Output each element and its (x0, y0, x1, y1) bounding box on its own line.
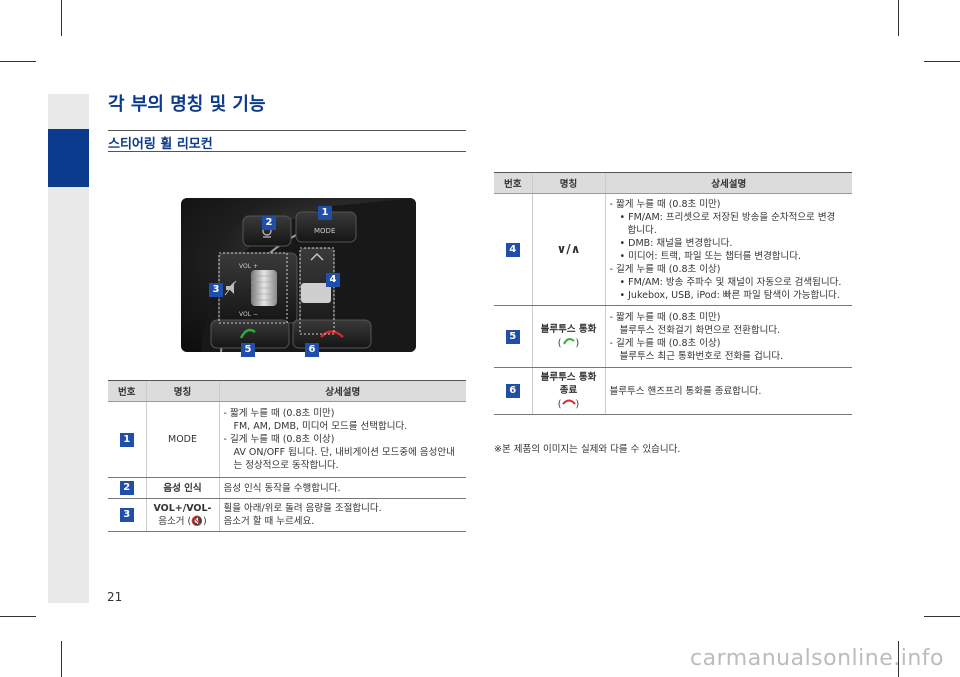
crop-mark (898, 0, 899, 36)
header-detail: 상세설명 (604, 172, 852, 194)
row-badge: 1 (119, 432, 134, 447)
header-num: 번호 (494, 172, 532, 194)
row-name-sub: 종료 (559, 385, 578, 396)
row-name: VOL+/VOL- (153, 503, 212, 514)
crop-mark (898, 641, 899, 677)
side-bar-accent (48, 129, 89, 187)
row-name: ∨/∧ (531, 193, 605, 306)
row-badge: 2 (119, 481, 134, 495)
crop-mark (0, 616, 36, 617)
detail-line: - 짧게 누를 때 (0.8초 미만) (609, 311, 721, 323)
vol-plus-label: VOL + (239, 263, 258, 270)
page-number: 21 (107, 590, 123, 604)
table-row: 5 블루투스 통화 () - 짧게 누를 때 (0.8초 미만) 블루투스 전화… (494, 305, 852, 368)
right-spec-table: 번호 명칭 상세설명 4 ∨/∧ - 짧게 누를 때 (0.8초 미만) • F… (494, 172, 852, 415)
row-name: 블루투스 통화 (540, 372, 597, 383)
photo-badge-3: 3 (209, 283, 223, 297)
photo-badge-6: 6 (305, 343, 319, 357)
watermark: carmanualsonline.info (690, 646, 944, 671)
detail-line: 는 정상적으로 동작합니다. (233, 460, 339, 471)
crop-mark (924, 61, 960, 62)
row-badge: 3 (119, 508, 134, 522)
table-row: 3 VOL+/VOL- 음소거 (🔇) 휠을 아래/위로 돌려 음량을 조절합니… (108, 498, 466, 532)
detail-line: - 길게 누를 때 (0.8초 이상) (609, 263, 721, 275)
detail-line: 음소거 할 때 누르세요. (223, 516, 315, 527)
row-name: 음성 인식 (145, 477, 219, 499)
row-name: MODE (145, 401, 219, 478)
detail-line: • FM/AM: 방송 주파수 및 채널이 자동으로 검색됩니다. (619, 276, 842, 288)
detail-line: • Jukebox, USB, iPod: 빠른 파일 탐색이 가능합니다. (619, 289, 840, 301)
table-header-row: 번호 명칭 상세설명 (494, 172, 852, 194)
crop-mark (924, 616, 960, 617)
detail-line: 음성 인식 동작을 수행합니다. (223, 482, 341, 494)
mute-icon (224, 280, 237, 296)
detail-line: 블루투스 전화걸기 화면으로 전환합니다. (619, 324, 781, 336)
mode-label: MODE (314, 227, 335, 235)
detail-line: 블루투스 핸즈프리 통화를 종료합니다. (609, 385, 762, 397)
left-spec-table: 번호 명칭 상세설명 1 MODE - 짧게 누를 때 (0.8초 미만) FM… (108, 380, 466, 532)
row-name: 블루투스 통화 (540, 324, 597, 335)
photo-badge-4: 4 (326, 273, 340, 287)
detail-line: FM, AM, DMB, 미디어 모드를 선택합니다. (233, 421, 408, 432)
photo-badge-5: 5 (241, 343, 255, 357)
detail-line: 블루투스 최근 통화번호로 전화를 겁니다. (619, 350, 784, 362)
disclaimer-note: ※본 제품의 이미지는 실제와 다를 수 있습니다. (494, 444, 681, 455)
detail-line: - 짧게 누를 때 (0.8초 미만) (223, 408, 335, 419)
detail-line: • FM/AM: 프리셋으로 저장된 방송을 순차적으로 변경 (619, 211, 836, 223)
table-row: 6 블루투스 통화 종료 () 블루투스 핸즈프리 통화를 종료합니다. (494, 367, 852, 415)
subsection-header: 스티어링 휠 리모컨 (108, 130, 466, 152)
detail-line: - 길게 누를 때 (0.8초 이상) (223, 434, 335, 445)
table-header-row: 번호 명칭 상세설명 (108, 380, 466, 402)
detail-line: • DMB: 채널을 변경합니다. (619, 237, 733, 249)
vol-minus-label: VOL − (239, 311, 258, 318)
end-call-icon (561, 399, 576, 405)
table-row: 4 ∨/∧ - 짧게 누를 때 (0.8초 미만) • FM/AM: 프리셋으로… (494, 193, 852, 306)
section-title: 각 부의 명칭 및 기능 (108, 94, 266, 115)
photo-badge-1: 1 (318, 206, 332, 220)
detail-line: 합니다. (627, 224, 657, 236)
chevron-up-icon (310, 253, 324, 261)
header-detail: 상세설명 (218, 380, 466, 402)
call-icon (239, 328, 256, 339)
table-row: 2 음성 인식 음성 인식 동작을 수행합니다. (108, 477, 466, 499)
header-name: 명칭 (531, 172, 605, 194)
end-call-button-glyph: () (557, 399, 580, 410)
steering-remote-illustration: MODE VOL + VOL − (201, 198, 416, 352)
row-badge: 5 (505, 329, 520, 344)
header-name: 명칭 (145, 380, 219, 402)
detail-line: - 길게 누를 때 (0.8초 이상) (609, 337, 721, 349)
steering-remote-photo: MODE VOL + VOL − (181, 198, 416, 352)
crop-mark (61, 0, 62, 36)
row-name-sub: 음소거 (🔇) (158, 516, 207, 527)
table-row: 1 MODE - 짧게 누를 때 (0.8초 미만) FM, AM, DMB, … (108, 401, 466, 478)
row-badge: 6 (505, 384, 520, 398)
detail-line: AV ON/OFF 됩니다. 단, 내비게이션 모드중에 음성안내 (233, 447, 455, 458)
row-badge: 4 (505, 242, 520, 257)
detail-line: - 짧게 누를 때 (0.8초 미만) (609, 198, 721, 210)
call-button-glyph: () (557, 338, 580, 349)
call-icon (562, 338, 575, 345)
detail-line: • 미디어: 트랙, 파일 또는 챕터를 변경합니다. (619, 250, 802, 262)
crop-mark (61, 641, 62, 677)
detail-line: 휠을 아래/위로 돌려 음량을 조절합니다. (223, 503, 382, 514)
crop-mark (0, 61, 36, 62)
subsection-title: 스티어링 휠 리모컨 (108, 137, 213, 152)
header-num: 번호 (108, 380, 146, 402)
end-call-icon (320, 330, 344, 338)
photo-badge-2: 2 (262, 216, 276, 230)
